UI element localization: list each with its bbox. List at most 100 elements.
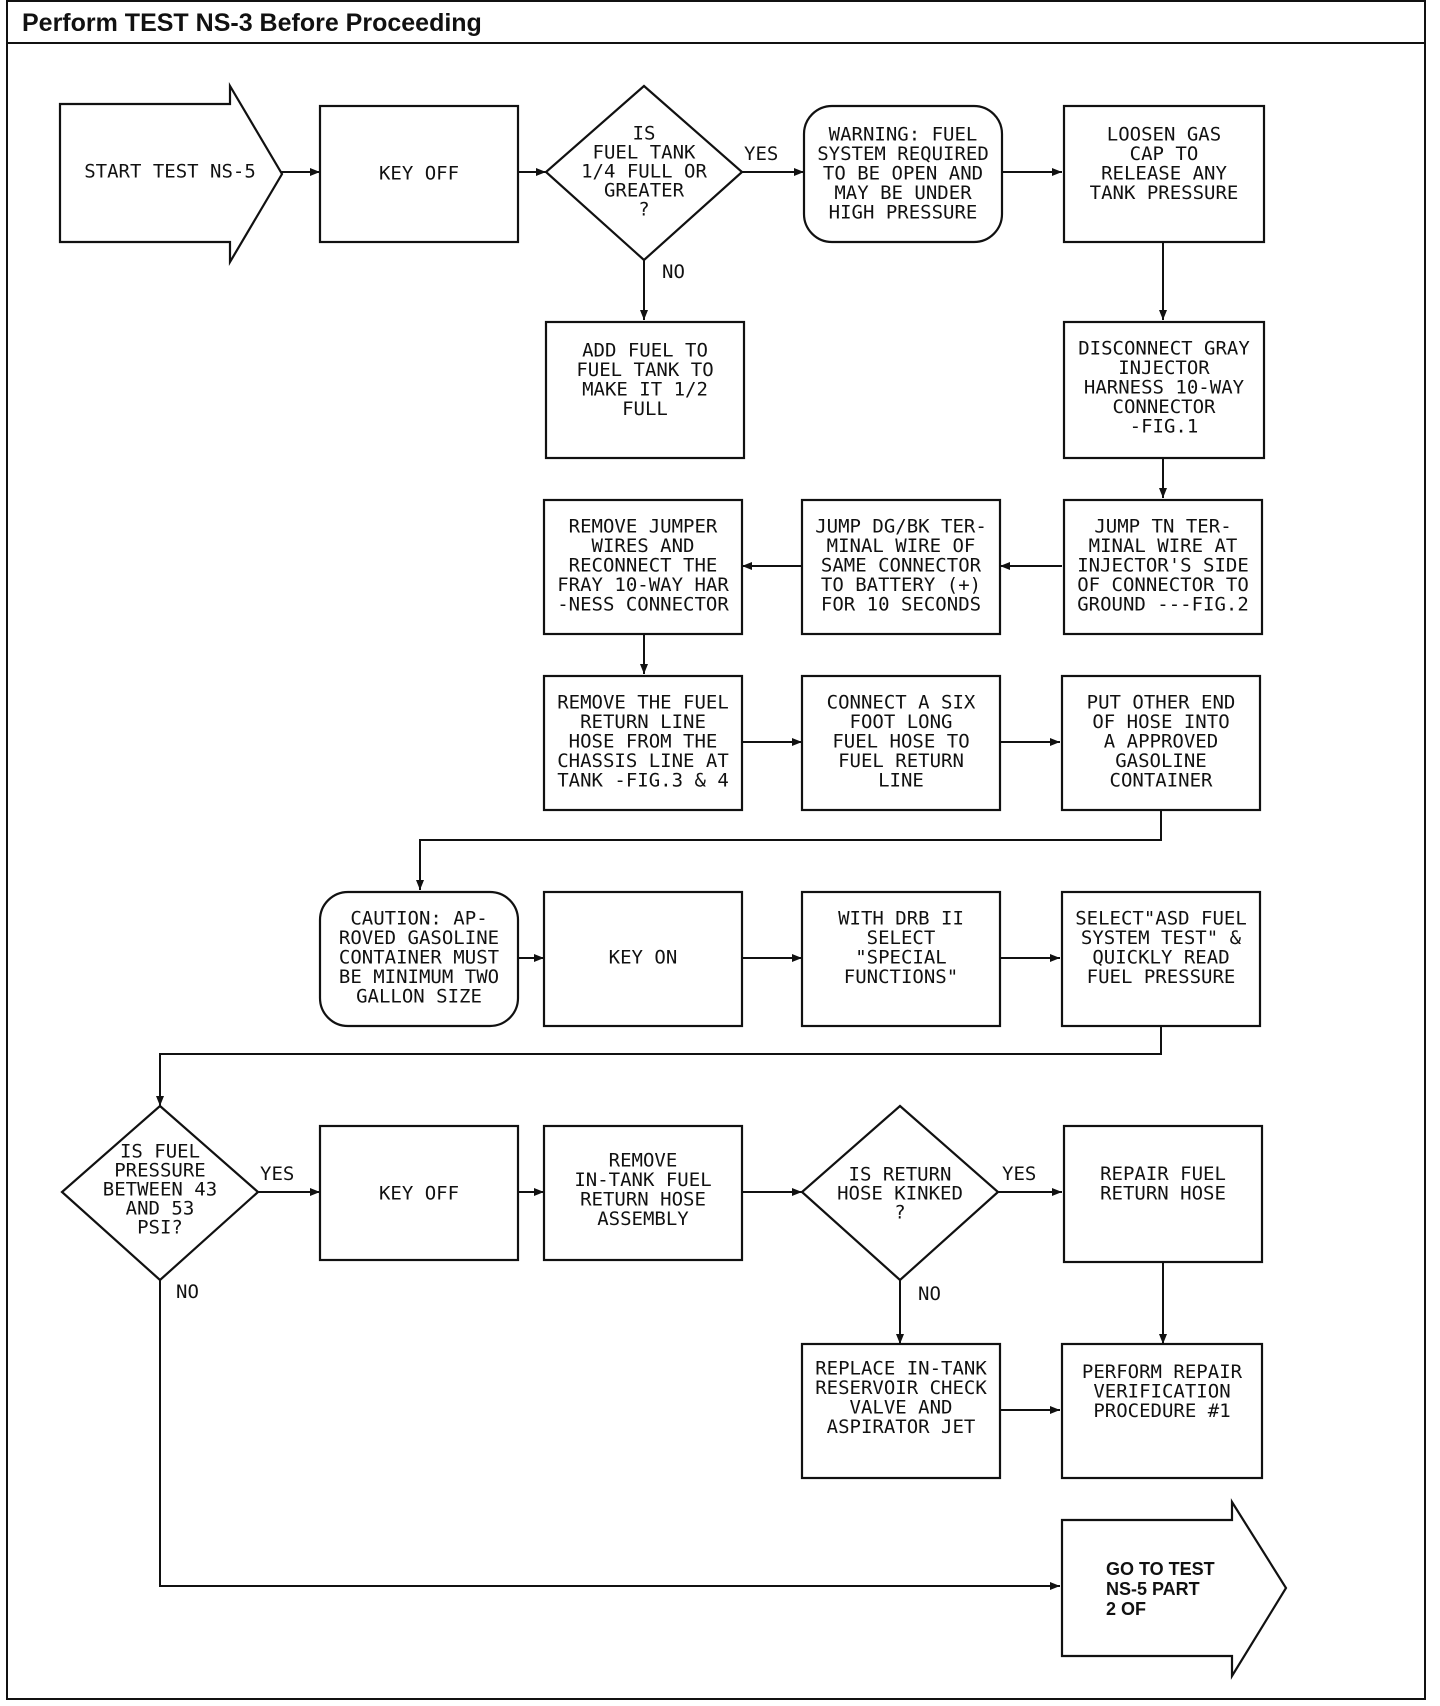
fuel-quarter-line: IS [633,123,656,145]
jump-dg-line: JUMP DG/BK TER- [815,516,987,538]
verify-line: PERFORM REPAIR [1082,1361,1243,1383]
put-end-line: CONTAINER [1110,770,1214,792]
remove-jumper-line: -NESS CONNECTOR [557,594,729,616]
key-off-2-node: KEY OFF [318,1124,520,1262]
loosen-cap-line: RELEASE ANY [1101,162,1227,184]
connect-hose-line: LINE [878,770,924,792]
connect-hose-line: FUEL HOSE TO [832,731,969,753]
warning-line: MAY BE UNDER [834,182,972,204]
connect-hose-line: FOOT LONG [850,711,953,733]
pressure-q-line: AND 53 [126,1198,195,1220]
jump-dg-line: TO BATTERY (+) [821,574,981,596]
caution-line: CONTAINER MUST [339,947,499,969]
jump-tn-line: MINAL WIRE AT [1089,535,1238,557]
key-off-2-node-text: KEY OFF [379,1183,459,1205]
edge-select-asd-to-pressure-question [156,1026,1162,1106]
put-end-line: A APPROVED [1104,731,1218,753]
add-fuel-line: FUEL TANK TO [576,359,713,381]
put-end-line: OF HOSE INTO [1092,711,1229,733]
remove-intank-line: ASSEMBLY [597,1208,689,1230]
warning-line: SYSTEM REQUIRED [817,143,989,165]
fuel-quarter-line: ? [638,199,649,221]
remove-intank-line: RETURN HOSE [580,1188,706,1210]
warning-line: HIGH PRESSURE [829,202,978,224]
edge-put-end-to-caution [416,810,1162,890]
jump-tn-line: INJECTOR'S SIDE [1077,555,1249,577]
select-asd-line: SELECT"ASD FUEL [1075,907,1247,929]
disconnect-line: -FIG.1 [1130,416,1199,438]
page-title: Perform TEST NS-3 Before Proceeding [22,9,482,37]
kinked-q-line: IS RETURN [849,1164,952,1186]
kinked-q-line: HOSE KINKED [837,1183,963,1205]
edge-label-no-pressure-question: NO [176,1281,199,1303]
jump-tn-line: GROUND ---FIG.2 [1077,594,1249,616]
fuel-quarter-line: GREATER [604,180,685,202]
edge-label-yes-pressure-question: YES [260,1163,294,1185]
caution-line: CAUTION: AP- [350,908,487,930]
edge-label-no-fuel-question: NO [662,261,685,283]
start-node-text: START TEST NS-5 [84,161,256,183]
loosen-cap-line: TANK PRESSURE [1090,182,1239,204]
jump-dg-line: MINAL WIRE OF [827,535,976,557]
disconnect-line: HARNESS 10-WAY [1084,377,1245,399]
caution-line: BE MINIMUM TWO [339,966,499,988]
remove-jumper-line: RECONNECT THE [569,555,718,577]
replace-line: ASPIRATOR JET [827,1416,976,1438]
fuel-quarter-line: 1/4 FULL OR [581,161,707,183]
header-bar: Perform TEST NS-3 Before Proceeding [8,2,1424,44]
edges [156,168,1167,1590]
loosen-cap-line: CAP TO [1130,143,1199,165]
remove-return-line: HOSE FROM THE [569,731,718,753]
pressure-q-line: BETWEEN 43 [103,1179,217,1201]
drb-line: FUNCTIONS" [844,966,958,988]
kinked-q-line: ? [894,1202,905,1224]
edge-label-yes-fuel-question: YES [744,143,778,165]
remove-jumper-line: WIRES AND [592,535,695,557]
connect-hose-line: CONNECT A SIX [827,692,976,714]
disconnect-line: CONNECTOR [1113,396,1217,418]
caution-line: GALLON SIZE [356,986,482,1008]
flowchart-frame: Perform TEST NS-3 Before Proceeding [6,0,1426,1700]
select-asd-line: SYSTEM TEST" & [1081,927,1242,949]
jump-tn-line: OF CONNECTOR TO [1077,574,1249,596]
add-fuel-line: FULL [622,398,668,420]
edge-label-yes-kinked-question: YES [1002,1163,1036,1185]
remove-return-line: TANK -FIG.3 & 4 [557,770,729,792]
fuel-quarter-line: FUEL TANK [593,142,697,164]
goto-line: 2 OF [1106,1599,1146,1619]
replace-line: RESERVOIR CHECK [815,1377,987,1399]
key-on-node-text: KEY ON [609,947,678,969]
add-fuel-line: MAKE IT 1/2 [582,378,708,400]
